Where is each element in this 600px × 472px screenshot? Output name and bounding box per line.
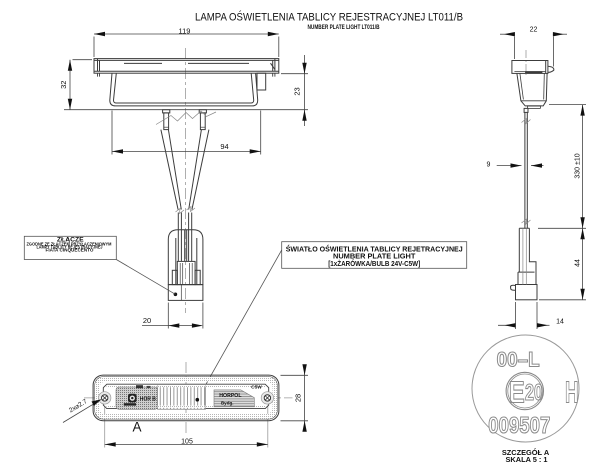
svg-text:E: E — [509, 375, 525, 410]
svg-text:22: 22 — [530, 27, 538, 34]
svg-text:NUMBER PLATE LIGHT LT011/B: NUMBER PLATE LIGHT LT011/B — [308, 24, 380, 31]
svg-text:ZŁĄCZE: ZŁĄCZE — [57, 237, 84, 244]
svg-text:00–L: 00–L — [497, 349, 540, 372]
svg-text:23: 23 — [293, 87, 302, 95]
svg-text:119: 119 — [179, 26, 191, 35]
svg-text:009507: 009507 — [488, 412, 550, 438]
svg-text:ZGODNE ZE ZŁĄCZEM PRZYŁĄCZENIO: ZGODNE ZE ZŁĄCZEM PRZYŁĄCZENIOWYM — [27, 241, 112, 246]
svg-text:HORPOL: HORPOL — [219, 393, 242, 399]
svg-text:20: 20 — [525, 379, 543, 405]
svg-text:SZCZEGÓŁ A: SZCZEGÓŁ A — [502, 448, 550, 457]
svg-text:28: 28 — [294, 394, 303, 402]
svg-text:44: 44 — [575, 259, 582, 267]
svg-text:FIATA CINQUECENTO: FIATA CINQUECENTO — [46, 248, 95, 253]
svg-text:LAMPY TABLICY REJESTRACYJNEJ: LAMPY TABLICY REJESTRACYJNEJ — [37, 245, 104, 250]
svg-text:[1xŻARÓWKA/BULB 24V-C5W]: [1xŻARÓWKA/BULB 24V-C5W] — [328, 259, 420, 268]
svg-text:LAMPA OŚWIETLENIA TABLICY REJE: LAMPA OŚWIETLENIA TABLICY REJESTRACYJNEJ… — [195, 11, 463, 24]
svg-text:H: H — [565, 375, 579, 410]
svg-text:NUMBER PLATE LIGHT: NUMBER PLATE LIGHT — [333, 252, 416, 261]
svg-text:C5W: C5W — [251, 385, 262, 391]
svg-text:ŚWIATŁO OŚWIETLENIA TABLICY RE: ŚWIATŁO OŚWIETLENIA TABLICY REJETRACYJNE… — [286, 244, 463, 253]
svg-text:Bydg.: Bydg. — [221, 400, 234, 405]
svg-text:14: 14 — [556, 318, 564, 325]
svg-text:A: A — [132, 420, 141, 435]
svg-text:HOR B: HOR B — [140, 396, 157, 402]
svg-text:330 ±10: 330 ±10 — [575, 153, 582, 178]
svg-text:94: 94 — [220, 142, 228, 151]
svg-text:32: 32 — [59, 81, 68, 89]
svg-text:9: 9 — [487, 162, 491, 169]
svg-text:105: 105 — [181, 439, 193, 446]
svg-text:SKALA 5 : 1: SKALA 5 : 1 — [505, 455, 547, 464]
svg-text:20: 20 — [143, 316, 151, 325]
